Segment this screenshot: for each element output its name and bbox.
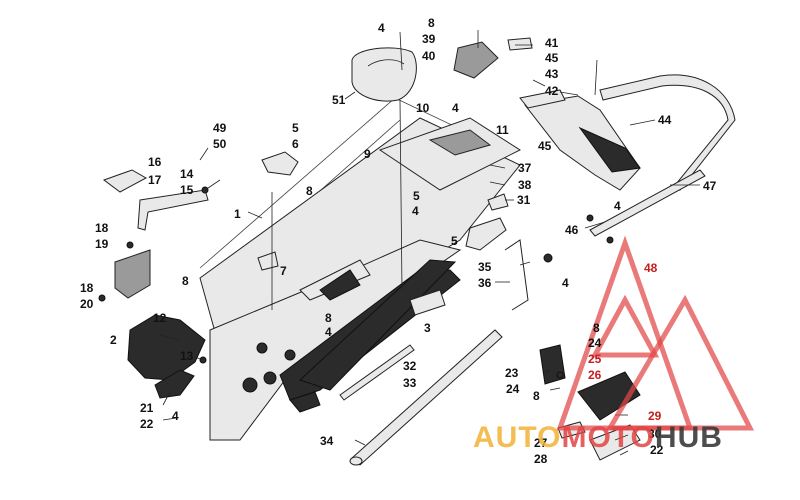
callout-13: 13 [180,349,194,363]
callout-30: 30 [648,427,662,441]
callout-33: 33 [403,376,417,390]
callout-12: 12 [153,311,167,325]
callout-34: 34 [320,434,334,448]
callout-4-g: 4 [172,409,179,423]
callout-8-c: 8 [182,274,189,288]
callout-48: 48 [644,261,658,275]
callout-8-f: 8 [533,389,540,403]
callout-45-a: 45 [545,51,559,65]
callout-46: 46 [565,223,579,237]
callout-41: 41 [545,36,559,50]
callout-3: 3 [424,321,431,335]
callout-8-e: 8 [593,321,600,335]
seat-bag-51 [351,47,417,102]
callout-1: 1 [234,207,241,221]
watermark-text: AUTOMOTOHUB [473,421,723,454]
callout-40: 40 [422,49,436,63]
callout-9: 9 [364,147,371,161]
callout-49: 49 [213,121,227,135]
callout-42: 42 [545,84,559,98]
rear-bumper-47 [589,74,736,237]
leader-lines [159,30,700,456]
callout-2: 2 [110,333,117,347]
part-31 [487,193,509,211]
callout-24-a: 24 [588,336,602,350]
callout-32: 32 [403,359,417,373]
part-7 [257,251,279,271]
callout-11: 11 [496,123,509,137]
callout-5-c: 5 [451,234,458,248]
rear-flap-44 [519,89,641,191]
watermark-part-hub: HUB [655,421,723,454]
callout-7: 7 [280,264,287,278]
callout-39: 39 [422,32,436,46]
crossbar-33 [339,344,415,401]
callout-4-e: 4 [562,276,569,290]
watermark-part-auto: AUTO [473,421,561,454]
callout-4-a: 4 [378,21,385,35]
part-29 [577,371,641,421]
watermark-part-moto: MOTO [561,421,654,454]
callout-25: 25 [588,352,602,366]
callout-17: 17 [148,173,162,187]
callout-4-d: 4 [614,199,621,213]
callout-6: 6 [292,137,299,151]
callout-18-a: 18 [95,221,109,235]
part-35-36 [465,217,529,311]
bracket-39 [453,37,533,79]
callout-8-b: 8 [306,184,313,198]
callout-14: 14 [180,167,194,181]
callout-4-c: 4 [412,204,419,218]
callout-22-b: 22 [650,443,664,457]
callout-44: 44 [658,113,672,127]
callout-51: 51 [332,93,346,107]
callout-5-b: 5 [413,189,420,203]
callout-16: 16 [148,155,162,169]
callout-4-b: 4 [452,101,459,115]
part-2 [127,314,206,381]
callout-27: 27 [534,436,548,450]
callout-labels: 1 2 3 4 4 4 4 4 4 4 5 5 5 6 7 8 8 8 8 8 … [80,16,717,466]
callout-18-b: 18 [80,281,94,295]
tunnel-assembly [199,117,522,441]
callout-8-d: 8 [325,311,332,325]
callout-21: 21 [140,401,154,415]
callout-43: 43 [545,67,559,81]
crossbar-34 [349,329,503,466]
callout-8-a: 8 [428,16,435,30]
callout-28: 28 [534,452,548,466]
callout-4-f: 4 [325,325,332,339]
callout-38: 38 [518,178,532,192]
callout-10: 10 [416,101,430,115]
callout-24-b: 24 [506,382,520,396]
callout-45-b: 45 [538,139,552,153]
callout-19: 19 [95,237,109,251]
callout-37: 37 [518,161,532,175]
callout-35: 35 [478,260,492,274]
callout-23: 23 [505,366,519,380]
callout-36: 36 [478,276,492,290]
callout-22-a: 22 [140,417,154,431]
callout-47: 47 [703,179,717,193]
svg-text:AUTOMOTOHUB: AUTOMOTOHUB [473,421,723,454]
rail-assembly [299,259,457,391]
callout-50: 50 [213,137,227,151]
part-16 [102,169,148,193]
callout-20: 20 [80,297,94,311]
callout-31: 31 [517,193,531,207]
watermark-logo [556,235,755,431]
part-21 [154,369,195,399]
hardware-fasteners [98,186,614,379]
callout-29: 29 [648,409,662,423]
callout-26: 26 [588,368,602,382]
callout-15: 15 [180,183,194,197]
part-6 [261,151,299,176]
callout-5-a: 5 [292,121,299,135]
